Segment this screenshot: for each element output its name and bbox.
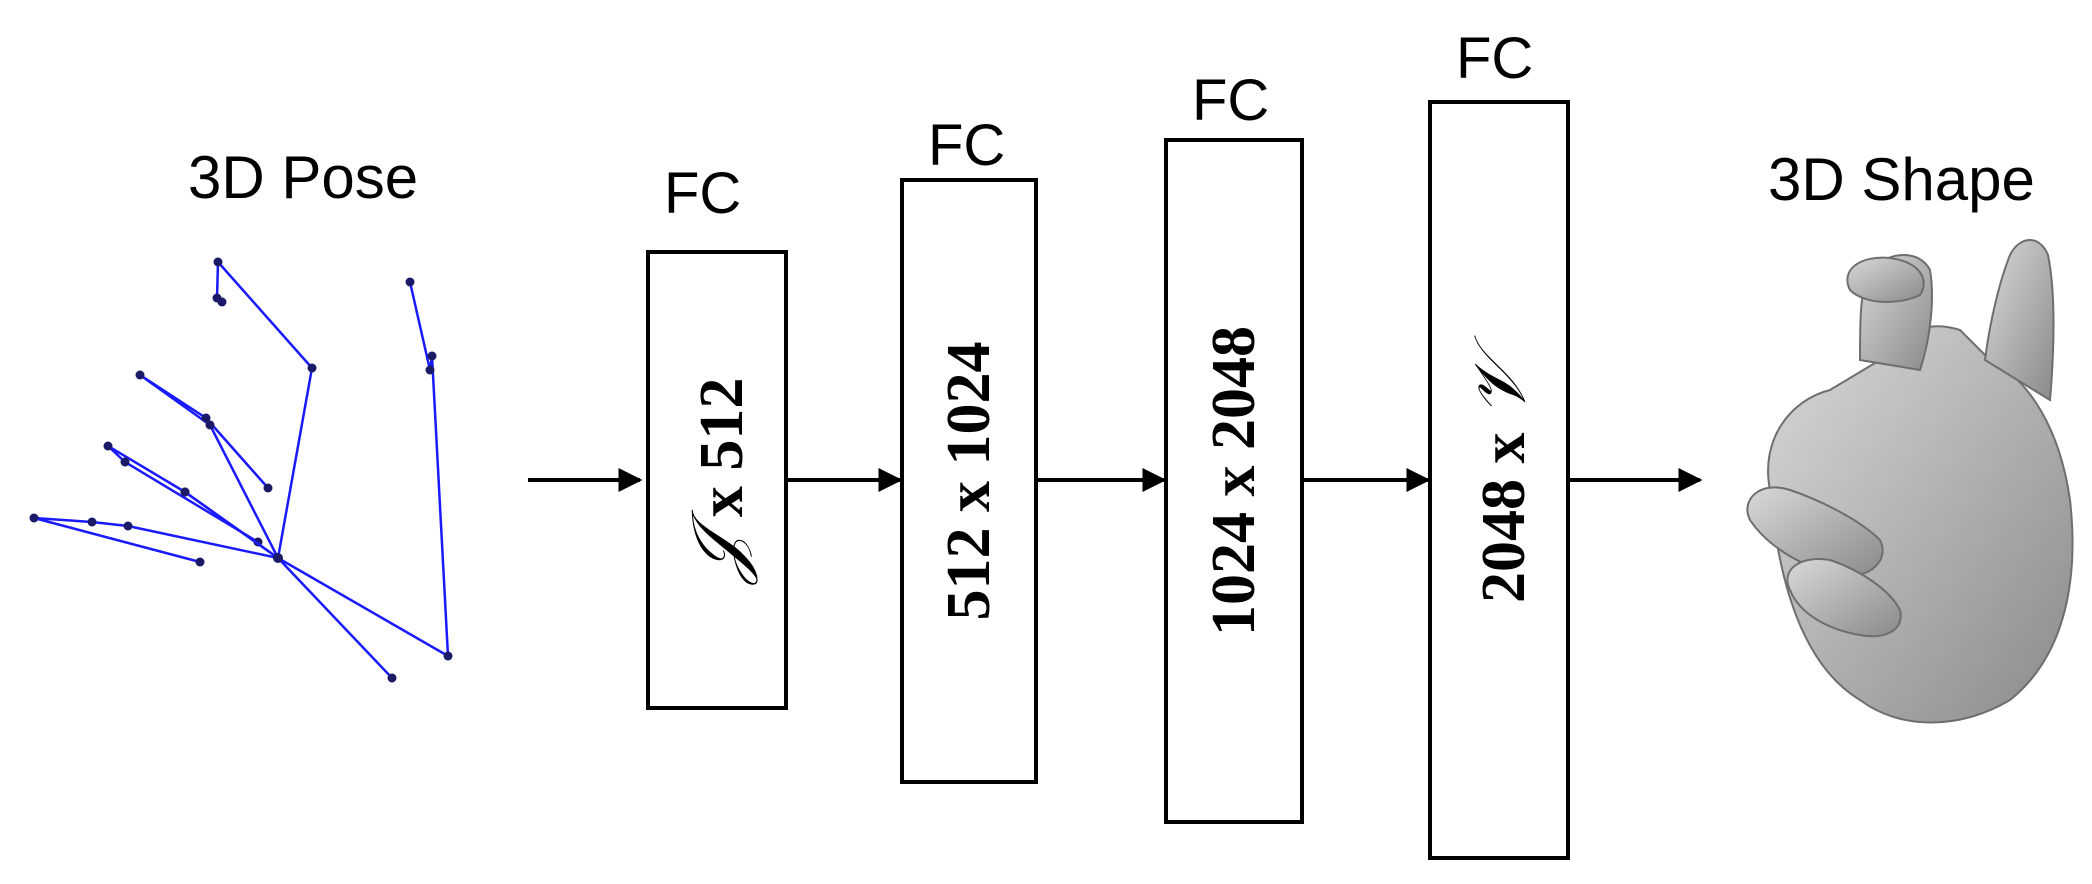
skeleton-joint (29, 513, 39, 523)
skeleton-joint (201, 413, 211, 423)
input-label: 3D Pose (188, 144, 419, 211)
hand-mesh-part-5 (1846, 256, 1925, 303)
skeleton-joint (120, 457, 130, 467)
skeleton-joint (427, 351, 437, 361)
skeleton-bone-5 (32, 516, 279, 564)
hand-mesh-icon (1746, 239, 2074, 724)
skeleton-joint (195, 557, 205, 567)
vertices-symbol: 𝒱 (1457, 357, 1541, 417)
skeleton-bone-3 (138, 373, 280, 559)
hand-mesh-part-2 (1983, 239, 2055, 402)
layer-3-dims: 1024 x 2048 (1200, 326, 1268, 636)
skeleton-bone-0 (215, 260, 314, 559)
skeleton-joint (103, 441, 113, 451)
layer-1-type: FC (664, 161, 742, 226)
layer-4-box: 2048 x 𝒱 (1428, 100, 1570, 860)
skeleton-joint (425, 365, 435, 375)
skeleton-joint (217, 297, 227, 307)
skeleton-joint (405, 277, 415, 287)
skeleton-joint (443, 651, 453, 661)
skeleton-joint (307, 363, 317, 373)
skeleton-bone-2 (277, 557, 393, 679)
skeleton-joint (387, 673, 397, 683)
layer-4-type: FC (1456, 26, 1534, 91)
output-label: 3D Shape (1768, 146, 2035, 213)
layer-1-dims: 𝒥 x 512 (675, 377, 759, 583)
hand-mesh-part-4 (1786, 558, 1902, 638)
skeleton-joint (87, 517, 97, 527)
layer-2-box: 512 x 1024 (900, 178, 1038, 784)
skeleton-joint (205, 420, 215, 430)
skeleton-joint (213, 257, 223, 267)
hand-skeleton-icon (29, 257, 453, 683)
layer-2-type: FC (928, 113, 1006, 178)
skeleton-joint (263, 483, 273, 493)
layer-3-type: FC (1192, 68, 1270, 133)
layer-4-dims: 2048 x 𝒱 (1457, 357, 1541, 603)
layer-1-box: 𝒥 x 512 (646, 250, 788, 710)
skeleton-joint (135, 370, 145, 380)
skeleton-bone-1 (277, 281, 450, 658)
layer-3-box: 1024 x 2048 (1164, 138, 1304, 824)
layer-2-dims: 512 x 1024 (935, 341, 1003, 621)
skeleton-bone-6 (184, 490, 279, 560)
joints-symbol: 𝒥 (675, 532, 759, 583)
skeleton-wrist-joint (273, 553, 283, 563)
skeleton-joint (123, 521, 133, 531)
skeleton-joint (180, 487, 190, 497)
